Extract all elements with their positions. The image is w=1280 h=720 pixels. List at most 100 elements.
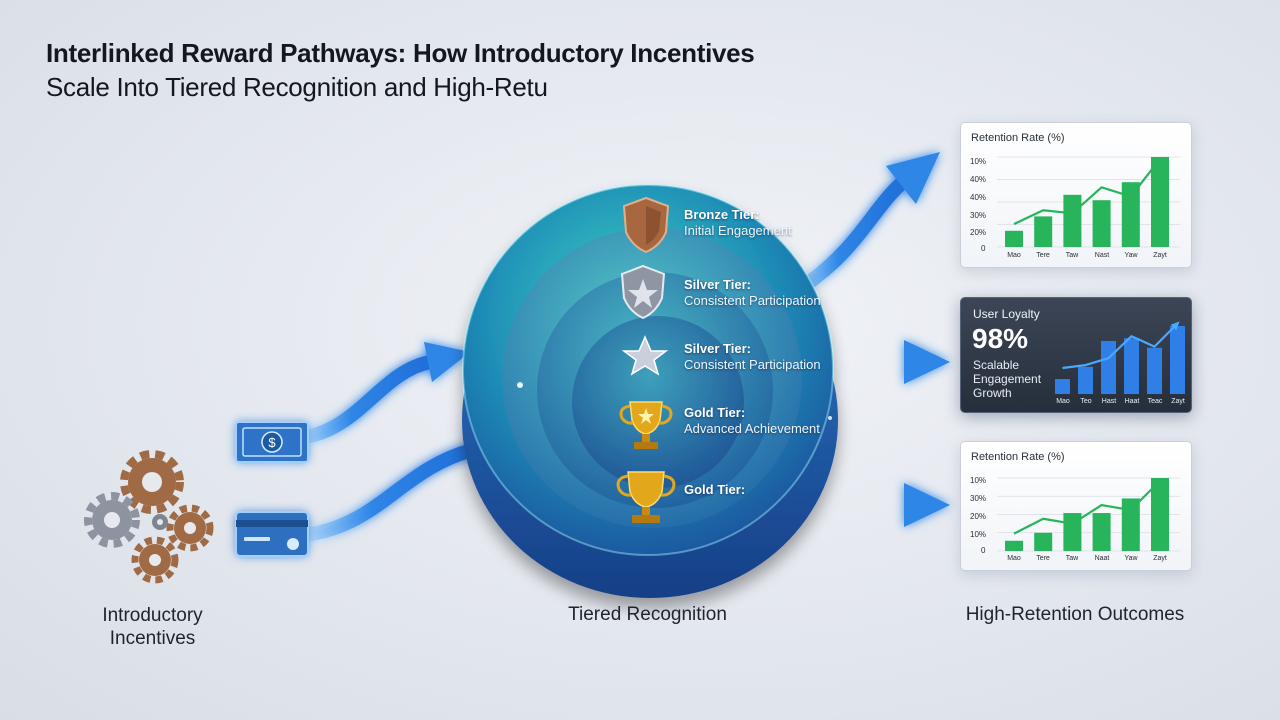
y-tick: 10%: [970, 157, 987, 166]
chart-bar: [1092, 513, 1111, 551]
chart-bar: [1005, 540, 1023, 551]
y-tick: 10%: [970, 530, 987, 539]
arrow-to-retention-top: [788, 173, 912, 299]
x-label: Tere: [1036, 252, 1050, 259]
tier-label-gold-1: Gold Tier: Advanced Achievement: [684, 405, 820, 437]
x-label: Tere: [1036, 555, 1050, 562]
chart-bar: [1124, 338, 1139, 394]
y-tick: 10%: [970, 476, 987, 485]
chart-bar: [1063, 194, 1082, 247]
y-tick: 20%: [970, 512, 987, 521]
x-label: Taw: [1065, 252, 1079, 259]
y-tick: 0: [981, 244, 986, 253]
x-label: Nast: [1094, 252, 1110, 259]
y-tick: 30%: [970, 494, 987, 503]
title-line-1: Interlinked Reward Pathways: How Introdu…: [46, 38, 755, 68]
arrow-head: [904, 483, 950, 527]
x-label: Teac: [1147, 398, 1163, 405]
retention-panel-bottom: Retention Rate (%) 10% 30% 20% 10% 0 Mao…: [960, 441, 1192, 571]
bronze-shield-icon: [622, 196, 670, 254]
svg-text:$: $: [268, 435, 276, 450]
tier-label-bronze: Bronze Tier: Initial Engagement: [684, 207, 792, 239]
x-label: Zayt: [1153, 252, 1167, 259]
gold-trophy-icon: [616, 471, 676, 523]
x-label: Yaw: [1124, 252, 1138, 259]
tier-title: Gold Tier:: [684, 482, 746, 497]
tier-title: Gold Tier:: [684, 405, 746, 420]
diagram-title: Interlinked Reward Pathways: How Introdu…: [46, 36, 946, 104]
panel-title: User Loyalty: [973, 307, 1040, 321]
chart-bar: [1121, 498, 1140, 551]
tier-label-silver-1: Silver Tier: Consistent Participation: [684, 277, 821, 309]
arrow-card-to-tiers: [298, 443, 479, 542]
cash-bill-icon: $: [235, 421, 309, 463]
chart-bar: [1101, 340, 1116, 394]
loyalty-chart: [1055, 321, 1185, 394]
sparkle: [828, 416, 832, 420]
stage-label-introductory: Introductory Incentives: [102, 605, 203, 649]
tier-description: Advanced Achievement: [684, 421, 820, 436]
panel-subtitle: Scalable Engagement Growth: [973, 358, 1042, 400]
tier-label-silver-2: Silver Tier: Consistent Participation: [684, 341, 821, 373]
trend-line: [1062, 322, 1179, 370]
outgoing-arrows: [788, 152, 950, 527]
panel-title: Retention Rate (%): [971, 132, 1065, 144]
arrow-cash-to-tiers: [293, 355, 437, 445]
chart-bar: [1034, 216, 1053, 247]
chart-bar: [1151, 478, 1169, 551]
arrow-head: [424, 342, 470, 382]
user-loyalty-panel: User Loyalty 98% Scalable Engagement Gro…: [960, 297, 1192, 413]
retention-chart-top: [997, 156, 1181, 248]
chart-bar: [1005, 230, 1023, 247]
silver-star-shield-icon: [620, 264, 666, 320]
silver-star-icon: [621, 335, 669, 376]
x-label: Yaw: [1124, 555, 1138, 562]
trend-arrow-head: [1153, 156, 1162, 167]
chart-bar: [1078, 366, 1093, 394]
trend-line: [1013, 480, 1161, 535]
chart-bar: [1092, 200, 1111, 247]
trend-arrow-head: [1153, 478, 1163, 488]
tier-title: Silver Tier:: [684, 277, 751, 292]
y-tick: 20%: [970, 228, 987, 237]
y-tick: 40%: [970, 175, 987, 184]
x-label: Teo: [1080, 398, 1092, 405]
tier-title: Bronze Tier:: [684, 207, 760, 222]
stage-label-tiered: Tiered Recognition: [568, 604, 727, 625]
x-label: Hast: [1101, 398, 1117, 405]
retention-chart-bottom: [997, 477, 1181, 552]
x-label: Zayt: [1153, 555, 1167, 562]
chart-bar: [1151, 157, 1169, 247]
title-line-2: Scale Into Tiered Recognition and High-R…: [46, 72, 548, 102]
tier-description: Consistent Participation: [684, 293, 821, 308]
x-label: Mao: [1056, 398, 1070, 405]
chart-bar: [1034, 532, 1053, 551]
tier-description: Initial Engagement: [684, 223, 792, 238]
gears-icon: [84, 450, 214, 584]
retention-panel-top: Retention Rate (%) 10% 40% 40% 30% 20% 0…: [960, 122, 1192, 268]
tier-ring-outline: [462, 184, 834, 556]
panel-title: Retention Rate (%): [971, 451, 1065, 463]
loyalty-percentage: 98%: [972, 323, 1029, 354]
arrow-head: [886, 152, 940, 204]
trend-arrow-head: [1170, 321, 1180, 331]
tier-description: Consistent Participation: [684, 357, 821, 372]
trend-line: [1013, 158, 1161, 226]
y-tick: 40%: [970, 193, 987, 202]
y-tick: 30%: [970, 211, 987, 220]
chart-bar: [1121, 182, 1140, 247]
tier-title: Silver Tier:: [684, 341, 751, 356]
y-tick: 0: [981, 546, 986, 555]
credit-card-icon: [235, 511, 309, 557]
arrow-head: [904, 340, 950, 384]
sparkle: [517, 382, 523, 388]
chart-bar: [1147, 347, 1162, 394]
x-label: Mao: [1007, 252, 1021, 259]
x-label: Zayt: [1171, 398, 1185, 405]
chart-bar: [1170, 326, 1185, 394]
x-label: Taw: [1065, 555, 1079, 562]
x-label: Haat: [1124, 398, 1140, 405]
chart-bar: [1055, 379, 1070, 394]
stage-label-outcomes: High-Retention Outcomes: [965, 604, 1185, 625]
